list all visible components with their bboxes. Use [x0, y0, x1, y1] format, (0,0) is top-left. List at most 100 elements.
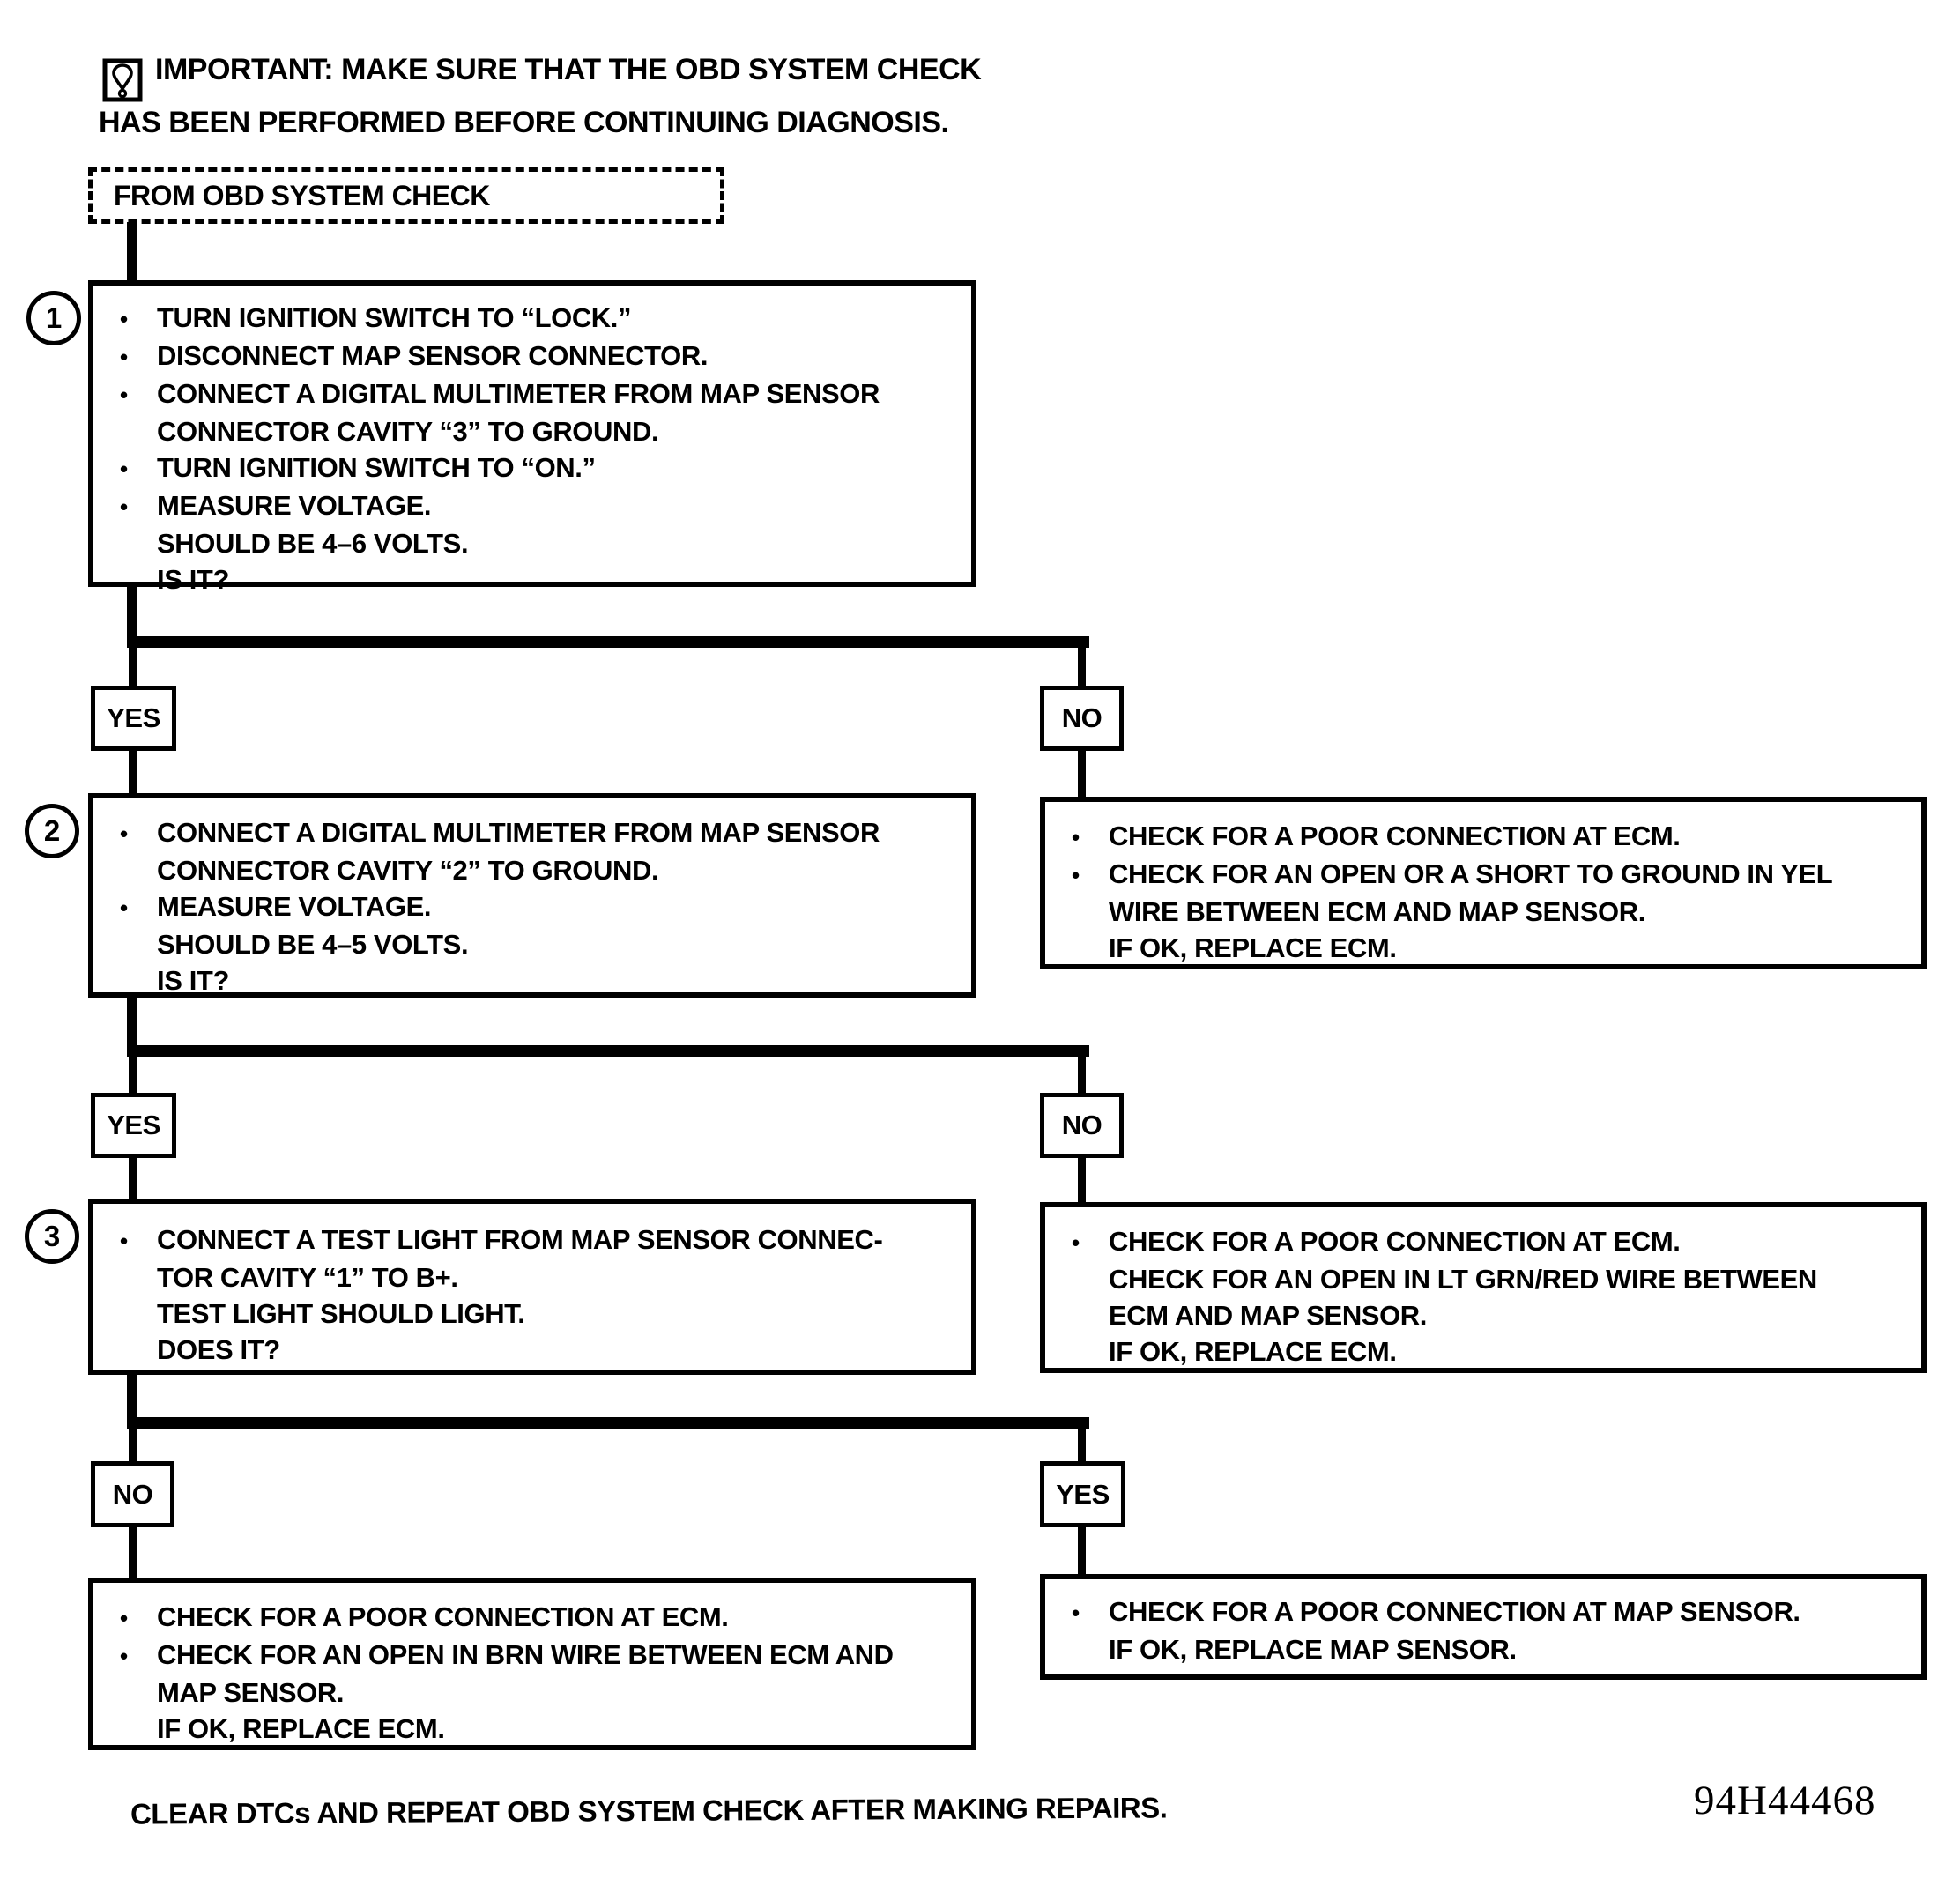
line-text: TOR CAVITY “1” TO B+. — [157, 1262, 458, 1293]
line-text: DISCONNECT MAP SENSOR CONNECTOR. — [157, 340, 709, 371]
line-text: CONNECTOR CAVITY “2” TO GROUND. — [157, 855, 659, 886]
important-exclamation-icon — [102, 58, 143, 102]
result-line: WIRE BETWEEN ECM AND MAP SENSOR. — [1072, 894, 1905, 930]
bullet-marker: • — [120, 382, 128, 408]
connector-yes3-to-result — [1078, 1527, 1086, 1574]
branch-1-right-label: NO — [1061, 702, 1102, 733]
line-text: TURN IGNITION SWITCH TO “ON.” — [157, 452, 596, 483]
connector-no3-to-result — [129, 1527, 137, 1578]
line-text: IS IT? — [157, 965, 229, 996]
line-text: CHECK FOR A POOR CONNECTION AT ECM. — [1109, 820, 1681, 851]
line-text: CHECK FOR AN OPEN OR A SHORT TO GROUND I… — [1109, 858, 1833, 889]
important-note-line-1: IMPORTANT: MAKE SURE THAT THE OBD SYSTEM… — [155, 53, 982, 86]
branch-2-right-drop — [1078, 1057, 1086, 1095]
line-text: TEST LIGHT SHOULD LIGHT. — [157, 1298, 525, 1329]
result-line: IF OK, REPLACE ECM. — [120, 1711, 955, 1747]
bullet-marker: • — [1072, 1600, 1080, 1626]
step-1-number-badge: 1 — [26, 291, 81, 345]
result-line: • CHECK FOR A POOR CONNECTION AT ECM. — [1072, 1223, 1905, 1261]
connector-step2-down — [127, 998, 137, 1051]
result-box-yel-wire: • CHECK FOR A POOR CONNECTION AT ECM. •CH… — [1040, 797, 1927, 969]
line-text: ECM AND MAP SENSOR. — [1109, 1300, 1427, 1331]
step-1-line: •TURN IGNITION SWITCH TO “LOCK.” — [120, 300, 955, 338]
branch-1-left-decision: YES — [91, 686, 176, 751]
step-1-line: • TURN IGNITION SWITCH TO “ON.” — [120, 449, 955, 487]
step-2-number-badge: 2 — [25, 804, 79, 858]
connector-yes2-to-step3 — [129, 1158, 137, 1200]
line-text: CONNECT A DIGITAL MULTIMETER FROM MAP SE… — [157, 378, 880, 409]
step-1-line: • MEASURE VOLTAGE. — [120, 487, 955, 525]
step-2-number: 2 — [43, 814, 61, 847]
bullet-marker: • — [120, 1605, 128, 1631]
start-box-label: FROM OBD SYSTEM CHECK — [114, 179, 490, 212]
bullet-marker: • — [1072, 824, 1080, 850]
branch-1-left-drop — [129, 648, 137, 687]
step-3-line: • CONNECT A TEST LIGHT FROM MAP SENSOR CO… — [120, 1221, 955, 1259]
step-3-line: DOES IT? — [120, 1332, 955, 1368]
result-line: •CHECK FOR AN OPEN OR A SHORT TO GROUND … — [1072, 856, 1905, 894]
connector-no2-to-result — [1078, 1158, 1086, 1202]
branch-2-left-decision: YES — [91, 1093, 176, 1158]
line-text: MEASURE VOLTAGE. — [157, 490, 432, 521]
branch-3-right-decision: YES — [1040, 1461, 1125, 1527]
result-box-replace-map-sensor: • CHECK FOR A POOR CONNECTION AT MAP SENS… — [1040, 1574, 1927, 1680]
connector-yes1-to-step2 — [129, 751, 137, 795]
step-1-box: •TURN IGNITION SWITCH TO “LOCK.” •DISCON… — [88, 280, 976, 595]
step-3-line: TEST LIGHT SHOULD LIGHT. — [120, 1296, 955, 1332]
line-text: WIRE BETWEEN ECM AND MAP SENSOR. — [1109, 896, 1645, 927]
important-note-line-2: HAS BEEN PERFORMED BEFORE CONTINUING DIA… — [99, 106, 949, 139]
result-box-lt-grn-red-wire: • CHECK FOR A POOR CONNECTION AT ECM. CHE… — [1040, 1202, 1927, 1373]
branch-2-left-label: YES — [107, 1110, 160, 1140]
bullet-marker: • — [120, 494, 128, 520]
line-text: CONNECTOR CAVITY “3” TO GROUND. — [157, 416, 659, 447]
step-2-box: • CONNECT A DIGITAL MULTIMETER FROM MAP S… — [88, 793, 976, 998]
result-line: • CHECK FOR A POOR CONNECTION AT MAP SENS… — [1072, 1593, 1905, 1631]
branch-1-right-decision: NO — [1040, 686, 1124, 751]
document-number: 94H44468 — [1694, 1778, 1876, 1823]
result-line: IF OK, REPLACE ECM. — [1072, 1333, 1905, 1370]
line-text: SHOULD BE 4–6 VOLTS. — [157, 528, 469, 559]
step-1-line: IS IT? — [120, 561, 955, 598]
line-text: CHECK FOR AN OPEN IN BRN WIRE BETWEEN EC… — [157, 1639, 894, 1670]
result-line: IF OK, REPLACE MAP SENSOR. — [1072, 1631, 1905, 1667]
result-line: MAP SENSOR. — [120, 1674, 955, 1711]
branch-2-left-drop — [129, 1057, 137, 1095]
bullet-marker: • — [120, 344, 128, 370]
line-text: CONNECT A TEST LIGHT FROM MAP SENSOR CON… — [157, 1224, 883, 1255]
step-2-line: • CONNECT A DIGITAL MULTIMETER FROM MAP S… — [120, 814, 955, 852]
step-2-line: CONNECTOR CAVITY “2” TO GROUND. — [120, 852, 955, 888]
connector-start-to-step1 — [127, 222, 137, 282]
line-text: CHECK FOR A POOR CONNECTION AT MAP SENSO… — [1109, 1596, 1800, 1627]
result-line: CHECK FOR AN OPEN IN LT GRN/RED WIRE BET… — [1072, 1261, 1905, 1297]
result-line: •CHECK FOR AN OPEN IN BRN WIRE BETWEEN E… — [120, 1637, 955, 1674]
start-box-from-obd-system-check: FROM OBD SYSTEM CHECK — [88, 167, 724, 224]
bullet-marker: • — [120, 820, 128, 847]
step-1-line: CONNECTOR CAVITY “3” TO GROUND. — [120, 413, 955, 449]
line-text: CHECK FOR A POOR CONNECTION AT ECM. — [157, 1601, 729, 1632]
bullet-marker: • — [120, 456, 128, 482]
branch-3-horizontal-bar — [127, 1417, 1089, 1429]
branch-1-horizontal-bar — [127, 636, 1089, 648]
step-3-line: TOR CAVITY “1” TO B+. — [120, 1259, 955, 1296]
step-2-line: •MEASURE VOLTAGE. — [120, 888, 955, 926]
bullet-marker: • — [1072, 1229, 1080, 1256]
line-text: CHECK FOR A POOR CONNECTION AT ECM. — [1109, 1226, 1681, 1257]
step-3-number: 3 — [43, 1220, 61, 1252]
branch-2-right-label: NO — [1061, 1110, 1102, 1140]
branch-3-left-drop — [129, 1429, 137, 1461]
step-1-line: • DISCONNECT MAP SENSOR CONNECTOR. — [120, 338, 955, 375]
bullet-marker: • — [120, 1228, 128, 1254]
step-3-number-badge: 3 — [25, 1209, 79, 1264]
line-text: TURN IGNITION SWITCH TO “LOCK.” — [157, 302, 632, 333]
branch-2-right-decision: NO — [1040, 1093, 1124, 1158]
connector-no1-to-result — [1078, 751, 1086, 798]
line-text: CONNECT A DIGITAL MULTIMETER FROM MAP SE… — [157, 817, 880, 848]
line-text: IS IT? — [157, 564, 229, 595]
line-text: IF OK, REPLACE ECM. — [1109, 1336, 1397, 1367]
step-3-box: • CONNECT A TEST LIGHT FROM MAP SENSOR CO… — [88, 1199, 976, 1375]
step-2-line: SHOULD BE 4–5 VOLTS. — [120, 926, 955, 962]
branch-3-left-decision: NO — [91, 1461, 174, 1527]
connector-step1-down — [127, 587, 137, 642]
line-text: SHOULD BE 4–5 VOLTS. — [157, 929, 469, 960]
